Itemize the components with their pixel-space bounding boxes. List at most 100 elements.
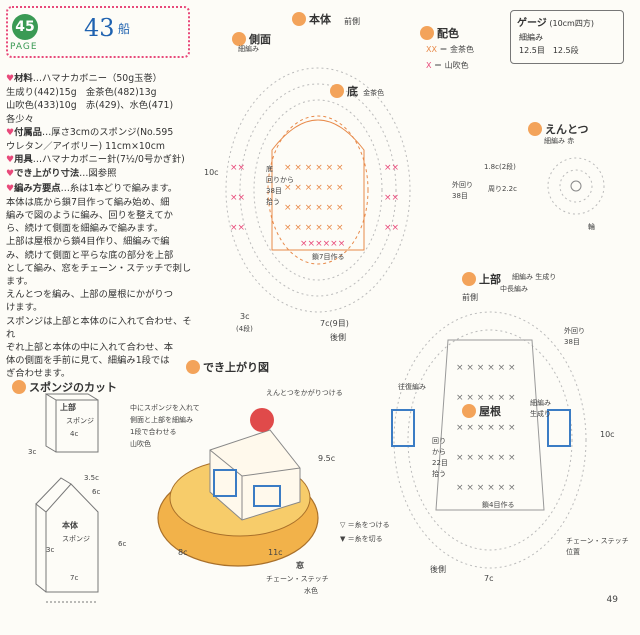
svg-text:××: ×× — [384, 223, 399, 233]
sponge-body-sub: スポンジ — [62, 535, 90, 543]
instruction-line: スポンジは上部と本体のに入れて合わせ、それ — [6, 315, 192, 340]
body-start-note: 鎖7目作る — [312, 253, 345, 261]
top-back-label: 後側 — [430, 565, 446, 574]
body-dim: 10c — [204, 168, 219, 177]
instruction-line: 体の側面を手前に見て、細編み1段では — [6, 355, 170, 367]
svg-text:× × × × × ×: × × × × × × — [456, 483, 516, 493]
yarn-ball-icon — [330, 83, 344, 98]
yarn-ball-icon — [462, 271, 476, 286]
color-legend-item: XX ＝ 金茶色 — [426, 45, 475, 54]
svg-text:××××××: ×××××× — [300, 239, 345, 249]
sponge-cut-diagram — [35, 393, 99, 603]
sponge-dim: 3c — [28, 448, 37, 456]
instruction-line: 編みで図のように編み、回りを整えてか — [6, 210, 173, 222]
top-front-label: 前側 — [462, 293, 478, 302]
svg-text:××: ×× — [230, 223, 245, 233]
top-start-note: 鎖4目作る — [482, 501, 515, 509]
roof-label: 屋根 — [462, 400, 501, 419]
chimney-title: えんとつ — [528, 118, 589, 137]
body-dim: 3c — [240, 312, 250, 321]
page-label: PAGE — [10, 42, 38, 52]
instruction-line: として編み、窓をチェーン・ステッチで刺します。 — [6, 262, 192, 288]
svg-text:× × × × × ×: × × × × × × — [456, 453, 516, 463]
body-dim: 7c(9目) — [320, 319, 349, 328]
finished-boat-illustration — [157, 408, 319, 567]
instruction-line: けます。 — [6, 302, 43, 314]
sponge-cut-title: スポンジのカット — [12, 376, 117, 395]
material-line: 山吹色(433)10g 赤(429)、水色(471) — [6, 100, 174, 112]
yarn-ball-icon — [292, 11, 306, 26]
chimney-sub: 細編み 赤 — [544, 137, 575, 145]
sponge-top-sub: スポンジ — [66, 417, 94, 425]
color-legend-title: 配色 — [420, 22, 459, 41]
chimney-dim: 周り2.2c — [488, 185, 517, 193]
yarn-ball-icon — [232, 31, 246, 46]
finished-note-inside: 中にスポンジを入れて 側面と上部を細編み 1段で合わせる 山吹色 — [130, 404, 200, 448]
body-left-note: 底 回りから 38目 拾う — [266, 165, 294, 206]
svg-text:× × × × × ×: × × × × × × — [456, 423, 516, 433]
instruction-line: 本体は底から鎖7目作って編み始め、細 — [6, 196, 170, 208]
material-line: ♥材料…ハマナカボニー（50g玉巻） — [6, 73, 162, 84]
finished-title: でき上がり図 — [186, 356, 269, 375]
svg-text:× × × × × ×: × × × × × × — [456, 363, 516, 373]
svg-text:× × × × × ×: × × × × × × — [284, 163, 344, 173]
roof-sub: 細編み 生成り — [530, 399, 551, 418]
top-dim: 10c — [600, 430, 615, 439]
instruction-line: 上部は屋根から鎖4目作り、細編みで編 — [6, 236, 170, 248]
sponge-dim: 3.5c — [84, 474, 99, 482]
sponge-dim: 4c — [70, 430, 79, 438]
finished-dim: 11c — [268, 548, 283, 557]
heart-icon: ♥ — [6, 127, 15, 138]
side-label: 側面 — [232, 28, 271, 47]
instruction-line: ぞれ上部と本体の中に入れて合わせ、本 — [6, 342, 174, 354]
yarn-ball-icon — [186, 359, 200, 374]
material-line: 各少々 — [6, 113, 34, 125]
top-outer-note: 外回り 38目 — [564, 327, 585, 346]
material-line: ♥付属品…厚さ3cmのスポンジ(No.595 — [6, 126, 174, 138]
materials-block: ♥材料…ハマナカボニー（50g玉巻） 生成り(442)15g 金茶色(482)1… — [6, 72, 192, 381]
heart-icon: ♥ — [6, 183, 15, 194]
top-return-note: 往復編み — [398, 383, 426, 391]
yarn-ball-icon — [528, 121, 542, 136]
material-line: ♥でき上がり寸法…図参照 — [6, 168, 117, 180]
svg-text:× × × × × ×: × × × × × × — [456, 393, 516, 403]
pattern-number: 43 — [84, 14, 115, 42]
material-line: ♥用具…ハマナカボニー針(7½/0号かぎ針) — [6, 154, 185, 166]
instruction-line: えんとつを編み、上部の屋根にかがりつ — [6, 289, 174, 301]
material-line: ウレタン／アイボリー) 11cm×10cm — [6, 141, 165, 153]
material-line: ♥編み方要点…糸は1本どりで編みます。 — [6, 182, 178, 194]
top-stitch-chart: × × × × × × × × × × × × × × × × × × × × … — [391, 311, 587, 569]
window-stitch: チェーン・ステッチ — [266, 575, 329, 583]
body-right-note: 外回り 38目 — [452, 181, 473, 200]
bottom-label: 底 金茶色 — [330, 80, 384, 99]
top-dim: 7c — [484, 574, 494, 583]
top-left-note: 回り から 22目 拾う — [432, 437, 448, 478]
svg-text:× × × × × ×: × × × × × × — [284, 203, 344, 213]
window-color: 水色 — [304, 587, 318, 595]
chimney-note: 輪 — [588, 223, 595, 231]
sponge-dim: 7c — [70, 574, 79, 582]
chimney-dim: 1.8c(2段) — [484, 163, 516, 171]
side-stitch: 細編み — [238, 45, 259, 53]
legend-attach: ▽ ＝糸をつける — [340, 521, 390, 529]
top-chart-title: 上部 — [462, 268, 501, 287]
sponge-body-label: 本体 — [62, 521, 78, 530]
sponge-dim: 6c — [92, 488, 101, 496]
finished-note-chimney: えんとつをかがりつける — [266, 389, 343, 397]
heart-icon: ♥ — [6, 74, 15, 84]
page-footer-number: 49 — [606, 595, 618, 605]
sponge-top-label: 上部 — [60, 403, 76, 412]
svg-text:××: ×× — [230, 193, 245, 203]
page-number-badge: 45 — [12, 14, 38, 40]
body-back-label: 後側 — [330, 333, 346, 342]
material-line: 生成り(442)15g 金茶色(482)13g — [6, 87, 157, 99]
heart-icon: ♥ — [6, 155, 15, 166]
instruction-line: ら、続けて側面を細編みで編みます。 — [6, 223, 164, 235]
chimney-chart — [547, 157, 605, 215]
gauge-box: ゲージ (10cm四方) 細編み 12.5目 12.5段 — [510, 10, 624, 64]
sponge-dim: 3c — [46, 546, 55, 554]
instruction-line: み、続けて側面と平らな底の部分を上部 — [6, 249, 174, 261]
top-chart-sub1: 細編み 生成り — [512, 273, 557, 281]
body-front-label: 前側 — [344, 17, 360, 26]
top-chain-note: チェーン・ステッチ 位置 — [566, 537, 629, 556]
